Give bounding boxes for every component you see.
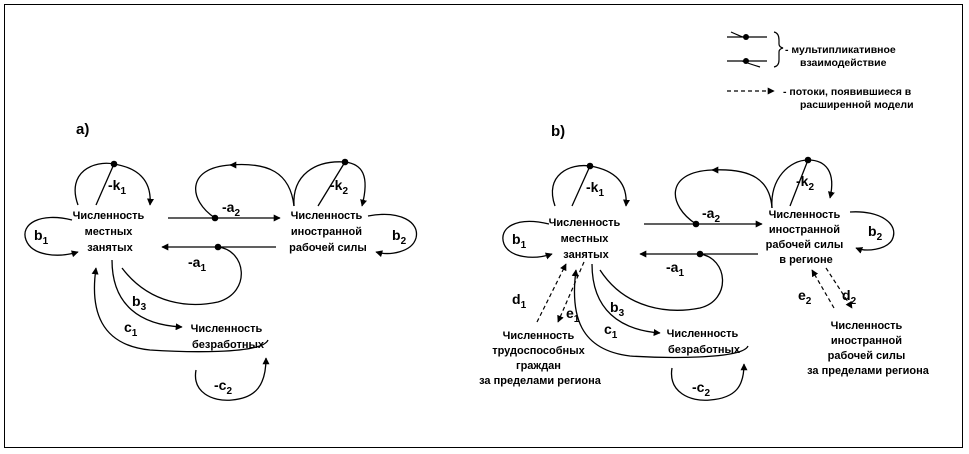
b-coef-b1: b1 [512, 231, 527, 251]
legend-dot-1 [743, 34, 749, 40]
b-coef-b3: b3 [610, 299, 625, 319]
b-coef-d2: d2 [842, 287, 857, 307]
a-flow-c1 [91, 267, 269, 353]
b-node-employed: Численность местных занятых [549, 217, 624, 261]
legend-dot-2 [743, 58, 749, 64]
a-coef-c1: c1 [124, 319, 138, 339]
a-loop-c2 [194, 357, 270, 401]
a-dot-a2 [211, 214, 219, 222]
b-flow-c1 [571, 269, 749, 359]
b-dot-k1 [586, 162, 594, 170]
b-k2-modifier [789, 159, 809, 207]
b-node-foreign: Численность иностранной рабочей силы в р… [766, 209, 847, 266]
a-loop-b1 [24, 216, 79, 258]
a-a2-arc [195, 163, 295, 219]
b-dot-a2 [692, 220, 700, 228]
legend-newflows-line1: - потоки, появившиеся в [783, 86, 912, 98]
b-coef-e1: e1 [566, 305, 580, 325]
diagram-frame [4, 4, 963, 448]
legend-multiplicative-line1: - мультипликативное [785, 44, 896, 56]
b-coef-b2: b2 [868, 223, 883, 243]
b-flow-e2 [811, 269, 835, 309]
b-dot-k2 [804, 156, 812, 164]
a-flow-b3 [111, 259, 183, 331]
b-dot-a1 [696, 250, 704, 258]
legend [727, 31, 784, 95]
a-coef-c2: -c2 [214, 377, 232, 397]
b-flow-d2 [825, 267, 853, 309]
a-coef-k1: -k1 [108, 177, 126, 197]
panel-a: a) [24, 121, 418, 401]
a-k2-modifier [317, 161, 346, 207]
a-dot-k2 [341, 158, 349, 166]
b-a1-arc [599, 253, 724, 311]
b-node-ablebodied: Численность трудоспособных граждан за пр… [479, 330, 602, 387]
a-coef-b1: b1 [34, 227, 49, 247]
b-loop-b2 [849, 211, 895, 254]
a-loop-b2 [367, 213, 418, 258]
panel-a-label: a) [76, 121, 89, 138]
a-coef-a2: -a2 [222, 199, 240, 219]
b-a2-arc [674, 169, 773, 225]
a-dot-k1 [110, 160, 118, 168]
b-coef-c2: -c2 [692, 379, 710, 399]
b-node-unemployed: Численность безработных [667, 328, 742, 356]
a-coef-k2: -k2 [330, 177, 348, 197]
panel-b-label: b) [551, 123, 565, 140]
panel-b: b) [479, 123, 930, 401]
b-coef-d1: d1 [512, 291, 527, 311]
a-k1-modifier [95, 163, 115, 206]
a-node-employed: Численность местных занятых [73, 210, 148, 254]
a-node-foreign: Численность иностранной рабочей силы [289, 210, 367, 254]
b-coef-c1: c1 [604, 321, 618, 341]
b-node-foreign-outside: Численность иностранной рабочей силы за … [807, 320, 930, 377]
b-coef-k2: -k2 [796, 173, 814, 193]
b-loop-c2 [670, 363, 748, 401]
b-flow-d1 [536, 263, 567, 323]
b-flow-e1 [557, 261, 585, 323]
a-coef-b2: b2 [392, 227, 407, 247]
b-coef-e2: e2 [798, 287, 812, 307]
b-coef-a1: -a1 [666, 259, 684, 279]
legend-multiplicative-line2: взаимодействие [800, 57, 887, 69]
a-node-unemployed: Численность безработных [191, 323, 266, 351]
b-coef-k1: -k1 [586, 179, 604, 199]
b-flow-b3 [591, 263, 661, 337]
a-a1-arc [121, 246, 242, 306]
a-coef-b3: b3 [132, 293, 147, 313]
b-coef-a2: -a2 [702, 205, 720, 225]
a-dot-a1 [214, 243, 222, 251]
legend-newflows-line2: расширенной модели [800, 99, 914, 111]
a-coef-a1: -a1 [188, 254, 206, 274]
legend-brace [773, 31, 784, 68]
b-k1-modifier [571, 165, 591, 207]
b-loop-b1 [502, 220, 553, 260]
